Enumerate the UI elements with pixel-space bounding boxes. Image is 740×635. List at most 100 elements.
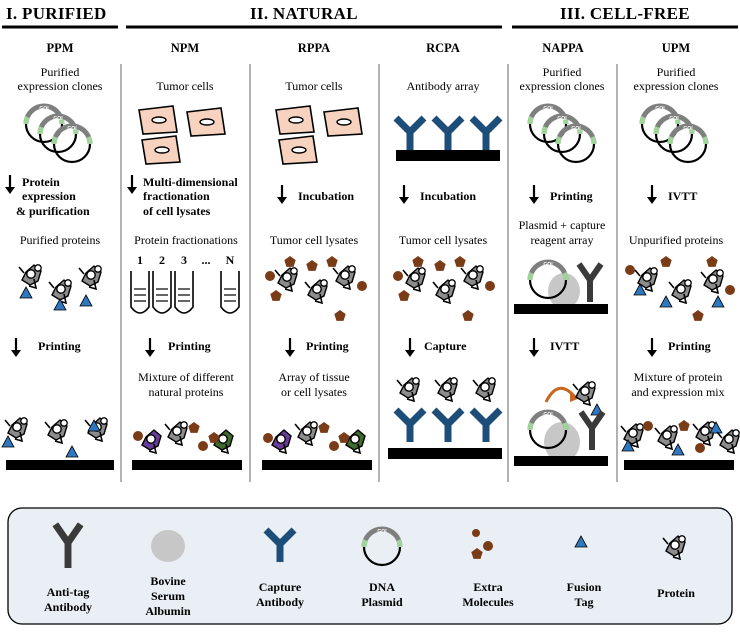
upm-top-text-line1: Purified: [657, 65, 696, 79]
ppm-step1-line2: expression: [22, 189, 76, 203]
rcpa-lysates: [393, 256, 495, 321]
ppm-purified-proteins: [18, 263, 102, 311]
npm-tube-label-3: 3: [181, 253, 187, 267]
npm-bottom-text-line1: Mixture of different: [138, 370, 234, 384]
column-title-rcpa: RCPA: [426, 41, 460, 55]
npm-tube-label-n: N: [226, 253, 235, 267]
extra-molecules-icon: [471, 529, 493, 559]
section-title-purified: I. PURIFIED: [6, 4, 107, 23]
npm-step1-line3: of cell lysates: [143, 204, 211, 218]
ppm-plasmid-stack: [26, 106, 90, 162]
legend-protein-line1: Protein: [657, 586, 695, 600]
legend-plasmid-line1: DNA: [369, 580, 395, 594]
rppa-printed-array: [262, 420, 372, 470]
ppm-step1-line1: Protein: [22, 175, 60, 189]
rppa-step2-label: Printing: [306, 339, 349, 353]
nappa-mid-text-line2: reagent array: [531, 233, 594, 247]
rppa-bottom-text-line2: or cell lysates: [281, 385, 347, 399]
ppm-step1-arrow: [3, 173, 17, 196]
upm-mid-text: Unpurified proteins: [629, 233, 724, 247]
section-title-cell-free: III. CELL-FREE: [560, 4, 690, 23]
npm-step1-line1: Multi-dimensional: [143, 175, 238, 189]
upm-step2-label: Printing: [668, 339, 711, 353]
column-title-npm: NPM: [171, 41, 200, 55]
legend-bsa-line3: Albumin: [145, 604, 191, 618]
upm-printed-array: [620, 420, 740, 470]
npm-step2-arrow: [143, 336, 157, 359]
column-title-ppm: PPM: [46, 41, 73, 55]
legend-bsa-line1: Bovine: [150, 574, 186, 588]
ppm-step2-label: Printing: [38, 339, 81, 353]
rppa-step1-arrow: [275, 183, 289, 206]
nappa-expressed-array: [514, 380, 608, 466]
column-title-rppa: RPPA: [298, 41, 330, 55]
npm-tube-label-dots: ...: [202, 253, 211, 267]
rppa-step1-label: Incubation: [298, 189, 354, 203]
ppm-step2-arrow: [9, 336, 23, 359]
section-title-natural: II. NATURAL: [250, 4, 358, 23]
nappa-step1-arrow: [527, 183, 541, 206]
ppm-step1-line3: & purification: [16, 204, 90, 218]
npm-fraction-tubes: [130, 270, 240, 314]
rcpa-step1-label: Incubation: [420, 189, 476, 203]
npm-mid-text: Protein fractionations: [134, 233, 238, 247]
column-title-nappa: NAPPA: [542, 41, 583, 55]
legend-extra-line2: Molecules: [462, 595, 514, 609]
npm-bottom-text-line2: natural proteins: [149, 385, 224, 399]
npm-step2-label: Printing: [168, 339, 211, 353]
ppm-mid-text: Purified proteins: [20, 233, 101, 247]
upm-step2-arrow: [645, 336, 659, 359]
nappa-plasmid-stack: [530, 106, 594, 162]
npm-top-text: Tumor cells: [156, 79, 214, 93]
upm-step1-label: IVTT: [668, 189, 697, 203]
npm-tube-label-1: 1: [137, 253, 143, 267]
rppa-mid-text: Tumor cell lysates: [270, 233, 359, 247]
column-title-upm: UPM: [662, 41, 691, 55]
ppm-top-text-line2: expression clones: [18, 79, 103, 93]
rppa-tumor-cells: [275, 105, 363, 165]
nappa-mid-text-line1: Plasmid + capture: [519, 218, 606, 232]
nappa-top-text-line1: Purified: [543, 65, 582, 79]
upm-step1-arrow: [645, 183, 659, 206]
rcpa-step1-arrow: [397, 183, 411, 206]
npm-printed-array: [132, 420, 242, 470]
npm-step1-line2: fractionation: [143, 189, 210, 203]
npm-step1-arrow: [125, 173, 139, 196]
upm-bottom-text-line2: and expression mix: [631, 385, 724, 399]
ppm-printed-array: [1, 416, 114, 470]
nappa-capture-array: [514, 262, 608, 314]
legend-plasmid-line2: Plasmid: [361, 595, 403, 609]
upm-unpurified-proteins: [625, 256, 735, 321]
rcpa-step2-label: Capture: [424, 339, 467, 353]
legend-bsa-line2: Serum: [151, 589, 185, 603]
rppa-bottom-text-line1: Array of tissue: [278, 370, 349, 384]
rcpa-antibody-array: [396, 118, 500, 161]
legend-capture-line1: Capture: [259, 580, 302, 594]
rcpa-captured-array: [388, 376, 502, 459]
legend-capture-line2: Antibody: [256, 595, 304, 609]
rcpa-mid-text: Tumor cell lysates: [399, 233, 488, 247]
npm-tumor-cells: [138, 105, 226, 165]
legend-anti-tag-line1: Anti-tag: [47, 585, 90, 599]
rcpa-top-text: Antibody array: [407, 79, 480, 93]
nappa-step2-arrow: [527, 336, 541, 359]
legend-tag-line1: Fusion: [567, 580, 602, 594]
rppa-lysates: [265, 256, 367, 321]
nappa-top-text-line2: expression clones: [520, 79, 605, 93]
legend-anti-tag-line2: Antibody: [44, 600, 92, 614]
rppa-top-text: Tumor cells: [285, 79, 343, 93]
upm-bottom-text-line1: Mixture of protein: [634, 370, 723, 384]
rppa-step2-arrow: [283, 336, 297, 359]
upm-plasmid-stack: [642, 106, 706, 162]
nappa-step2-label: IVTT: [550, 339, 579, 353]
legend-box: [7, 507, 733, 625]
upm-top-text-line2: expression clones: [634, 79, 719, 93]
npm-tube-label-2: 2: [159, 253, 165, 267]
nappa-step1-label: Printing: [550, 189, 593, 203]
column-dividers: [120, 64, 618, 482]
bsa-icon: [151, 530, 185, 562]
rcpa-step2-arrow: [403, 336, 417, 359]
ppm-top-text-line1: Purified: [41, 65, 80, 79]
